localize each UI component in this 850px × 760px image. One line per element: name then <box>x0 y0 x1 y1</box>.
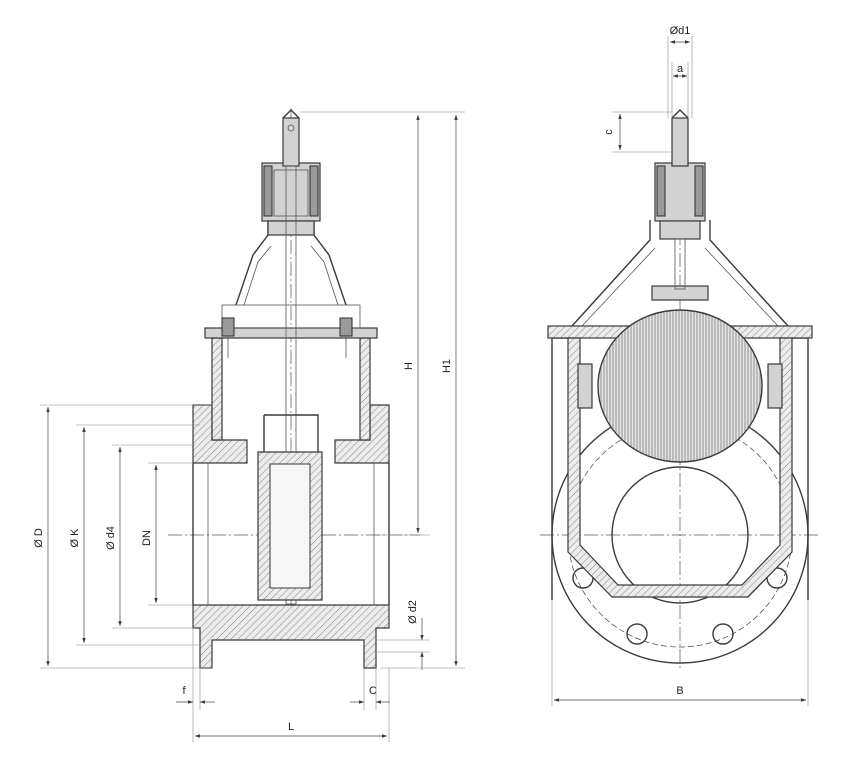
flange-bolt-hole <box>626 623 648 645</box>
section-view <box>168 108 420 669</box>
label-DN: DN <box>141 530 153 546</box>
label-C: C <box>369 685 377 697</box>
gate-wedge <box>257 414 323 601</box>
gland-housing <box>261 162 321 236</box>
dimension-labels: Ød1 a c H H1 Ø D Ø K Ø d4 DN Ø d2 f C L … <box>33 25 690 733</box>
label-d4: Ø d4 <box>105 526 117 550</box>
bonnet-bolt <box>221 317 235 358</box>
label-d2: Ø d2 <box>407 600 419 624</box>
label-f: f <box>182 685 186 697</box>
bore <box>611 466 749 604</box>
label-H1: H1 <box>441 359 453 373</box>
label-d1: Ød1 <box>670 25 691 37</box>
front-bonnet <box>571 220 789 327</box>
pipe-body <box>192 404 390 669</box>
dimension-lines <box>40 36 809 742</box>
label-H: H <box>403 362 415 370</box>
bonnet-bolt <box>339 317 353 358</box>
wedge-frame <box>567 337 793 598</box>
body-outline <box>551 337 809 600</box>
label-c: c <box>603 129 615 135</box>
flange-bolt-hole <box>712 623 734 645</box>
front-view <box>540 109 820 670</box>
label-D: Ø D <box>33 528 45 548</box>
label-L: L <box>288 721 294 733</box>
label-K: Ø K <box>69 528 81 548</box>
label-a: a <box>677 63 684 75</box>
bonnet <box>204 220 378 441</box>
valve-stem <box>282 109 300 605</box>
wedge-core <box>597 309 763 463</box>
label-B: B <box>676 685 683 697</box>
